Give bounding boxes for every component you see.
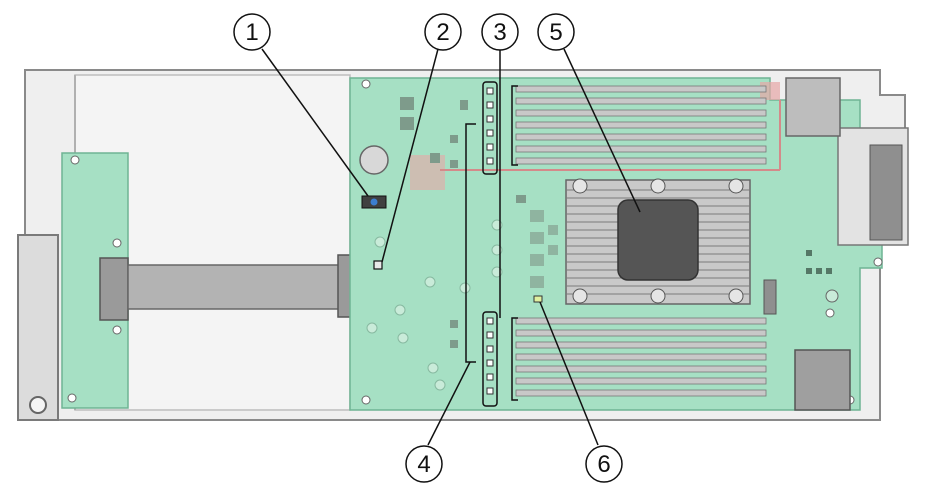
highlight-area [410,155,445,190]
coin-battery [359,145,389,175]
m2-connector [763,279,777,315]
ribbon-cable [99,254,369,321]
dimm-fault-leds-lower [482,311,498,407]
indicator-led [533,295,543,303]
svg-text:5: 5 [549,19,562,46]
switch-knob [370,198,378,206]
svg-text:2: 2 [436,19,449,46]
callout-2: 2 [424,13,462,51]
jumper-component [373,260,383,270]
led-bracket [465,123,476,363]
callout-4: 4 [405,445,443,483]
callout-6: 6 [585,445,623,483]
dimm-bank-upper [511,85,767,166]
handle-pivot [29,396,47,414]
storage-connector [794,349,851,411]
callout-3: 3 [481,13,519,51]
rear-connector [785,77,909,246]
ejector-handle [17,234,59,421]
leader-lines [261,48,641,446]
dimm-bank-lower [511,317,767,401]
svg-text:6: 6 [597,451,610,478]
cpu-chip [617,199,699,281]
callout-1: 1 [233,13,271,51]
svg-text:1: 1 [245,19,258,46]
passive-components [450,100,558,348]
callout-5: 5 [537,13,575,51]
svg-text:4: 4 [417,451,430,478]
dimm-fault-leds-upper [482,81,498,175]
svg-text:3: 3 [493,19,506,46]
power-connector [785,77,841,137]
